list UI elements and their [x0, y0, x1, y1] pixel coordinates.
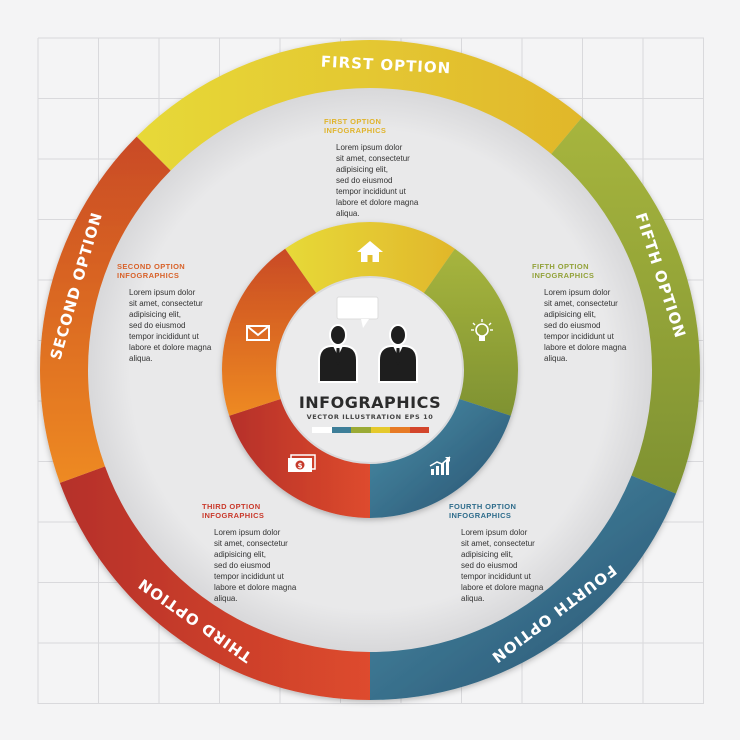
color-swatch [331, 427, 351, 433]
color-swatch [312, 427, 332, 433]
option-body: Lorem ipsum dolor sit amet, consectetur … [129, 288, 212, 363]
speech-bubble-icon [336, 296, 379, 328]
color-strip [312, 427, 429, 433]
inner-segment-third [229, 397, 370, 518]
option-block-first: FIRST OPTION INFOGRAPHICS Lorem ipsum do… [324, 117, 474, 219]
option-body: Lorem ipsum dolor sit amet, consectetur … [214, 528, 297, 603]
option-heading: SECOND OPTION [117, 262, 186, 271]
home-icon [357, 241, 383, 262]
inner-segment-second [222, 248, 319, 416]
option-block-second: SECOND OPTION INFOGRAPHICS Lorem ipsum d… [117, 262, 267, 364]
option-block-third: THIRD OPTION INFOGRAPHICS Lorem ipsum do… [202, 502, 352, 604]
center-disc [276, 276, 464, 464]
center-subtitle: VECTOR ILLUSTRATION EPS 10 [306, 413, 434, 421]
color-swatch [390, 427, 410, 433]
lightbulb-icon [471, 319, 493, 341]
option-heading: FIRST OPTION [324, 117, 382, 126]
option-body: Lorem ipsum dolor sit amet, consectetur … [544, 288, 627, 363]
outer-segment-second [40, 136, 173, 483]
envelope-icon [246, 325, 270, 341]
option-subheading: INFOGRAPHICS [532, 271, 595, 280]
businessman-icon [378, 324, 418, 383]
money-icon: $ [288, 454, 316, 472]
color-swatch [409, 427, 429, 433]
center-title: INFOGRAPHICS [298, 393, 442, 412]
option-subheading: INFOGRAPHICS [324, 126, 387, 135]
svg-text:$: $ [298, 462, 303, 470]
option-block-fourth: FOURTH OPTION INFOGRAPHICS Lorem ipsum d… [449, 502, 599, 604]
outer-segment-first [136, 40, 583, 173]
outer-segment-third [59, 465, 371, 700]
option-subheading: INFOGRAPHICS [117, 271, 180, 280]
option-block-fifth: FIFTH OPTION INFOGRAPHICS Lorem ipsum do… [532, 262, 682, 364]
option-body: Lorem ipsum dolor sit amet, consectetur … [461, 528, 544, 603]
option-heading: THIRD OPTION [202, 502, 261, 511]
inner-segment-fifth [421, 248, 518, 416]
option-body: Lorem ipsum dolor sit amet, consectetur … [336, 143, 419, 218]
color-swatch [370, 427, 390, 433]
bar-chart-icon [429, 456, 451, 475]
color-swatch [351, 427, 371, 433]
option-heading: FIFTH OPTION [532, 262, 589, 271]
inner-segment-fourth [370, 397, 511, 518]
businessman-icon [318, 324, 358, 383]
outer-segment-fifth [549, 117, 700, 494]
inner-ring [222, 221, 518, 518]
option-heading: FOURTH OPTION [449, 502, 517, 511]
option-subheading: INFOGRAPHICS [202, 511, 265, 520]
option-subheading: INFOGRAPHICS [449, 511, 512, 520]
